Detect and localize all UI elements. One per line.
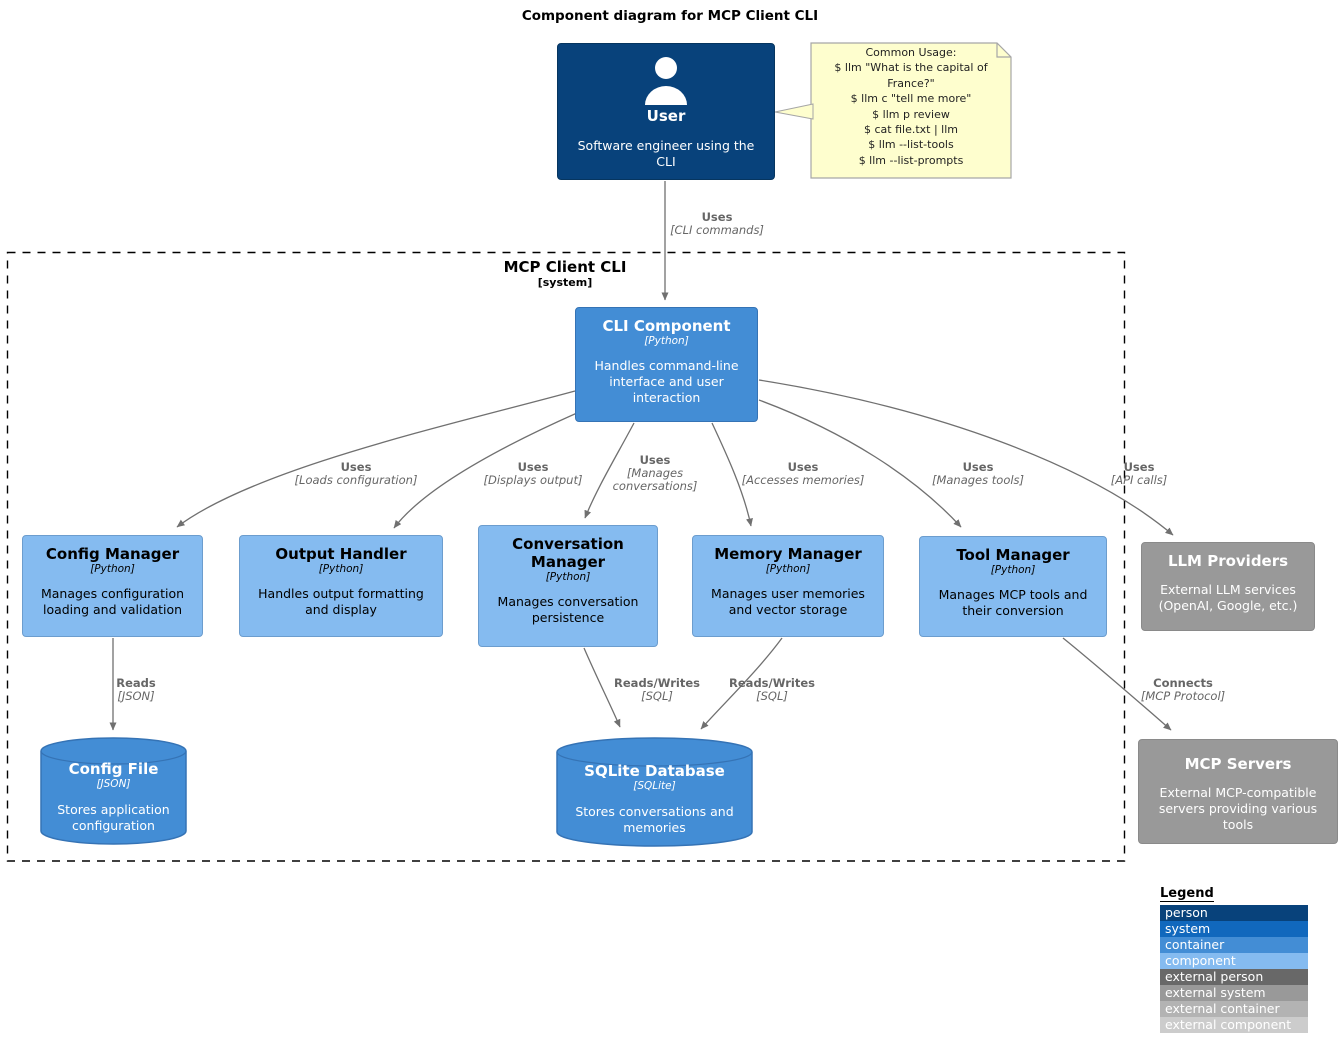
edge-conversation-sqlite <box>583 647 621 728</box>
llm-providers-description: External LLM services (OpenAI, Google, e… <box>1158 582 1298 613</box>
output-handler-title: Output Handler <box>275 545 407 563</box>
mcp-servers-title: MCP Servers <box>1184 755 1292 773</box>
system-boundary-label: MCP Client CLI [system] <box>495 258 635 289</box>
config-manager-tech: [Python] <box>90 563 135 575</box>
boundary-type: [system] <box>537 276 593 289</box>
conversation-manager-tech: [Python] <box>545 571 591 583</box>
legend-item-container: container <box>1160 937 1308 953</box>
config-file-tech: [JSON] <box>96 778 131 790</box>
edge-label-accesses-memories: Uses [Accesses memories] <box>741 460 865 487</box>
tool-manager-description: Manages MCP tools and their conversion <box>938 587 1088 618</box>
legend: Legend person system container component… <box>1160 882 1308 1033</box>
llm-providers-title: LLM Providers <box>1167 552 1289 570</box>
edge-label-displays-output: Uses [Displays output] <box>483 460 583 487</box>
memory-manager-tech: [Python] <box>765 563 811 575</box>
config-file-title: Config File <box>68 760 159 778</box>
diagram-title: Component diagram for MCP Client CLI <box>521 8 819 24</box>
mcp-servers-node: MCP Servers External MCP-compatible serv… <box>1138 739 1338 844</box>
config-manager-node: Config Manager [Python] Manages configur… <box>22 535 203 637</box>
cli-component-tech: [Python] <box>644 335 689 347</box>
memory-manager-node: Memory Manager [Python] Manages user mem… <box>692 535 884 637</box>
config-file-description: Stores application configuration <box>57 802 170 833</box>
sqlite-database-tech: [SQLite] <box>633 780 676 792</box>
edge-tool-mcpservers <box>1062 637 1172 731</box>
tool-manager-title: Tool Manager <box>956 546 1070 564</box>
output-handler-tech: [Python] <box>318 563 364 575</box>
sqlite-database-node: SQLite Database [SQLite] Stores conversa… <box>556 737 753 847</box>
tool-manager-tech: [Python] <box>990 564 1036 576</box>
legend-item-external-container: external container <box>1160 1001 1308 1017</box>
conversation-manager-node: Conversation Manager [Python] Manages co… <box>478 525 658 647</box>
edge-cli-llm <box>758 379 1174 536</box>
tool-manager-node: Tool Manager [Python] Manages MCP tools … <box>919 536 1107 637</box>
database-cylinder-icon <box>40 737 187 845</box>
edge-label-connects-mcp: Connects [MCP Protocol] <box>1140 676 1226 703</box>
legend-item-person: person <box>1160 905 1308 921</box>
config-file-node: Config File [JSON] Stores application co… <box>40 737 187 845</box>
user-description: Software engineer using the CLI <box>577 138 755 169</box>
boundary-title: MCP Client CLI <box>503 258 627 276</box>
user-node: User Software engineer using the CLI <box>557 43 775 180</box>
edge-cli-output <box>393 412 578 529</box>
edge-label-manages-conversations: Uses [Manages conversations] <box>612 453 698 493</box>
system-boundary-outline <box>6 251 1126 862</box>
conversation-manager-title: Conversation Manager <box>512 535 624 571</box>
database-cylinder-icon <box>556 737 753 847</box>
mcp-servers-description: External MCP-compatible servers providin… <box>1158 785 1318 832</box>
config-manager-description: Manages configuration loading and valida… <box>40 586 185 617</box>
legend-title: Legend <box>1160 886 1214 902</box>
legend-item-component: component <box>1160 953 1308 969</box>
legend-item-external-person: external person <box>1160 969 1308 985</box>
output-handler-node: Output Handler [Python] Handles output f… <box>239 535 443 637</box>
edge-label-reads-writes-right: Reads/Writes [SQL] <box>729 676 815 703</box>
edge-label-reads-json: Reads [JSON] <box>116 676 156 703</box>
edge-cli-conversation <box>584 422 635 519</box>
person-icon <box>558 55 774 107</box>
note-shape <box>774 42 1012 179</box>
usage-note: Common Usage: $ llm "What is the capital… <box>834 46 988 167</box>
edge-label-loads-configuration: Uses [Loads configuration] <box>294 460 418 487</box>
memory-manager-title: Memory Manager <box>714 545 862 563</box>
legend-item-external-component: external component <box>1160 1017 1308 1033</box>
sqlite-database-description: Stores conversations and memories <box>575 804 734 835</box>
llm-providers-node: LLM Providers External LLM services (Ope… <box>1141 542 1315 631</box>
legend-item-external-system: external system <box>1160 985 1308 1001</box>
legend-item-system: system <box>1160 921 1308 937</box>
memory-manager-description: Manages user memories and vector storage <box>711 586 865 617</box>
sqlite-database-title: SQLite Database <box>584 762 725 780</box>
cli-component-title: CLI Component <box>602 317 731 335</box>
user-title: User <box>646 107 686 125</box>
edge-memory-sqlite <box>700 637 783 730</box>
config-manager-title: Config Manager <box>45 545 180 563</box>
edge-cli-tool <box>758 399 962 528</box>
cli-component-description: Handles command-line interface and user … <box>594 358 739 405</box>
output-handler-description: Handles output formatting and display <box>258 586 424 617</box>
edge-label-reads-writes-left: Reads/Writes [SQL] <box>614 676 700 703</box>
edge-label-user-cli: Uses [CLI commands] <box>670 210 764 237</box>
edge-cli-memory <box>711 422 753 527</box>
edge-cli-config <box>176 390 576 528</box>
conversation-manager-description: Manages conversation persistence <box>497 594 639 625</box>
edge-label-api-calls: Uses [API calls] <box>1110 460 1168 487</box>
cli-component-node: CLI Component [Python] Handles command-l… <box>575 307 758 422</box>
edge-label-manages-tools: Uses [Manages tools] <box>931 460 1025 487</box>
